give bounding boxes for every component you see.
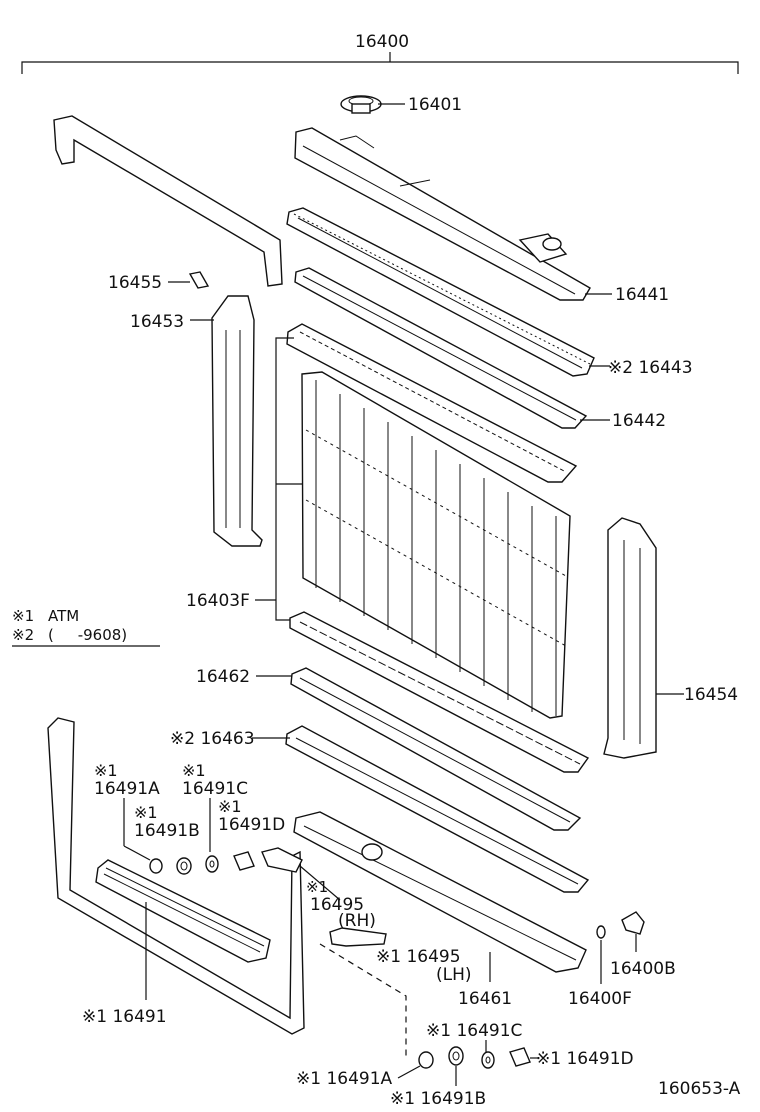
washer-16491B	[176, 857, 192, 875]
washer-16491A-lower	[418, 1051, 434, 1069]
label-16495: 16495	[310, 895, 364, 915]
pipe-16495-lh	[329, 927, 387, 947]
label-16491B-mark: ※1	[134, 803, 158, 822]
label-16441: 16441	[615, 285, 669, 305]
label-16491A-mark: ※1	[94, 761, 118, 780]
label-16463: ※2 16463	[170, 729, 255, 749]
nut-16491D	[233, 851, 255, 871]
assembly-bracket	[21, 52, 739, 74]
label-16400B: 16400B	[610, 959, 676, 979]
radiator-core	[301, 371, 571, 719]
label-16495-rh: (RH)	[338, 911, 376, 931]
label-16454: 16454	[684, 685, 738, 705]
label-16491C-mark: ※1	[182, 761, 206, 780]
washer-16491A	[149, 858, 163, 874]
label-16491D: 16491D	[218, 815, 285, 835]
label-16455: 16455	[108, 273, 162, 293]
bolt-16455	[188, 271, 210, 289]
washer-16491C	[205, 855, 219, 873]
label-16495-lh: (LH)	[436, 965, 472, 985]
label-16491D-mark: ※1	[218, 797, 242, 816]
label-16491C: 16491C	[182, 779, 248, 799]
label-16400F: 16400F	[568, 989, 632, 1009]
note-2-mark: ※2	[12, 626, 34, 644]
drain-plug-gasket-16400F	[596, 925, 606, 939]
right-side-bracket	[603, 517, 657, 759]
label-16491A-lower: ※1 16491A	[296, 1069, 393, 1089]
upper-header-plate	[286, 323, 578, 483]
lower-support-frame	[47, 717, 305, 1035]
lower-gasket	[290, 667, 582, 831]
drain-cock-16400B	[621, 911, 645, 935]
label-16491C-lower: ※1 16491C	[426, 1021, 522, 1041]
note-1-mark: ※1	[12, 607, 34, 625]
label-16491D-lower: ※1 16491D	[536, 1049, 634, 1069]
oil-cooler	[95, 859, 271, 963]
label-16401: 16401	[408, 95, 462, 115]
label-16491B-lower: ※1 16491B	[390, 1089, 486, 1109]
lower-tank	[293, 811, 587, 973]
assembly-label: 16400	[355, 32, 409, 52]
upper-gasket-seat	[286, 207, 595, 377]
label-16462: 16462	[196, 667, 250, 687]
nut-16491D-lower	[509, 1047, 531, 1067]
label-16491B: 16491B	[134, 821, 200, 841]
lower-gasket-seat	[285, 725, 590, 893]
label-16461: 16461	[458, 989, 512, 1009]
washer-16491C-lower	[481, 1051, 495, 1069]
label-16495-mark: ※1	[306, 878, 328, 896]
label-16443: ※2 16443	[608, 358, 693, 378]
upper-tank	[294, 127, 591, 301]
upper-support-bar	[53, 115, 283, 287]
upper-gasket	[294, 267, 588, 429]
catalog-id: 160653-A	[658, 1079, 741, 1099]
note-2-text: ( -9608)	[48, 626, 127, 644]
lower-header-plate	[289, 611, 590, 773]
note-1-text: ATM	[48, 607, 79, 625]
label-16403F: 16403F	[186, 591, 250, 611]
label-16453: 16453	[130, 312, 184, 332]
radiator-cap	[340, 95, 382, 114]
washer-16491B-lower	[448, 1046, 464, 1066]
fitting-16495	[261, 847, 303, 873]
label-16491: ※1 16491	[82, 1007, 167, 1027]
label-16442: 16442	[612, 411, 666, 431]
label-16491A: 16491A	[94, 779, 160, 799]
left-side-bracket	[211, 295, 263, 547]
label-16495-lh-num: ※1 16495	[376, 947, 461, 967]
